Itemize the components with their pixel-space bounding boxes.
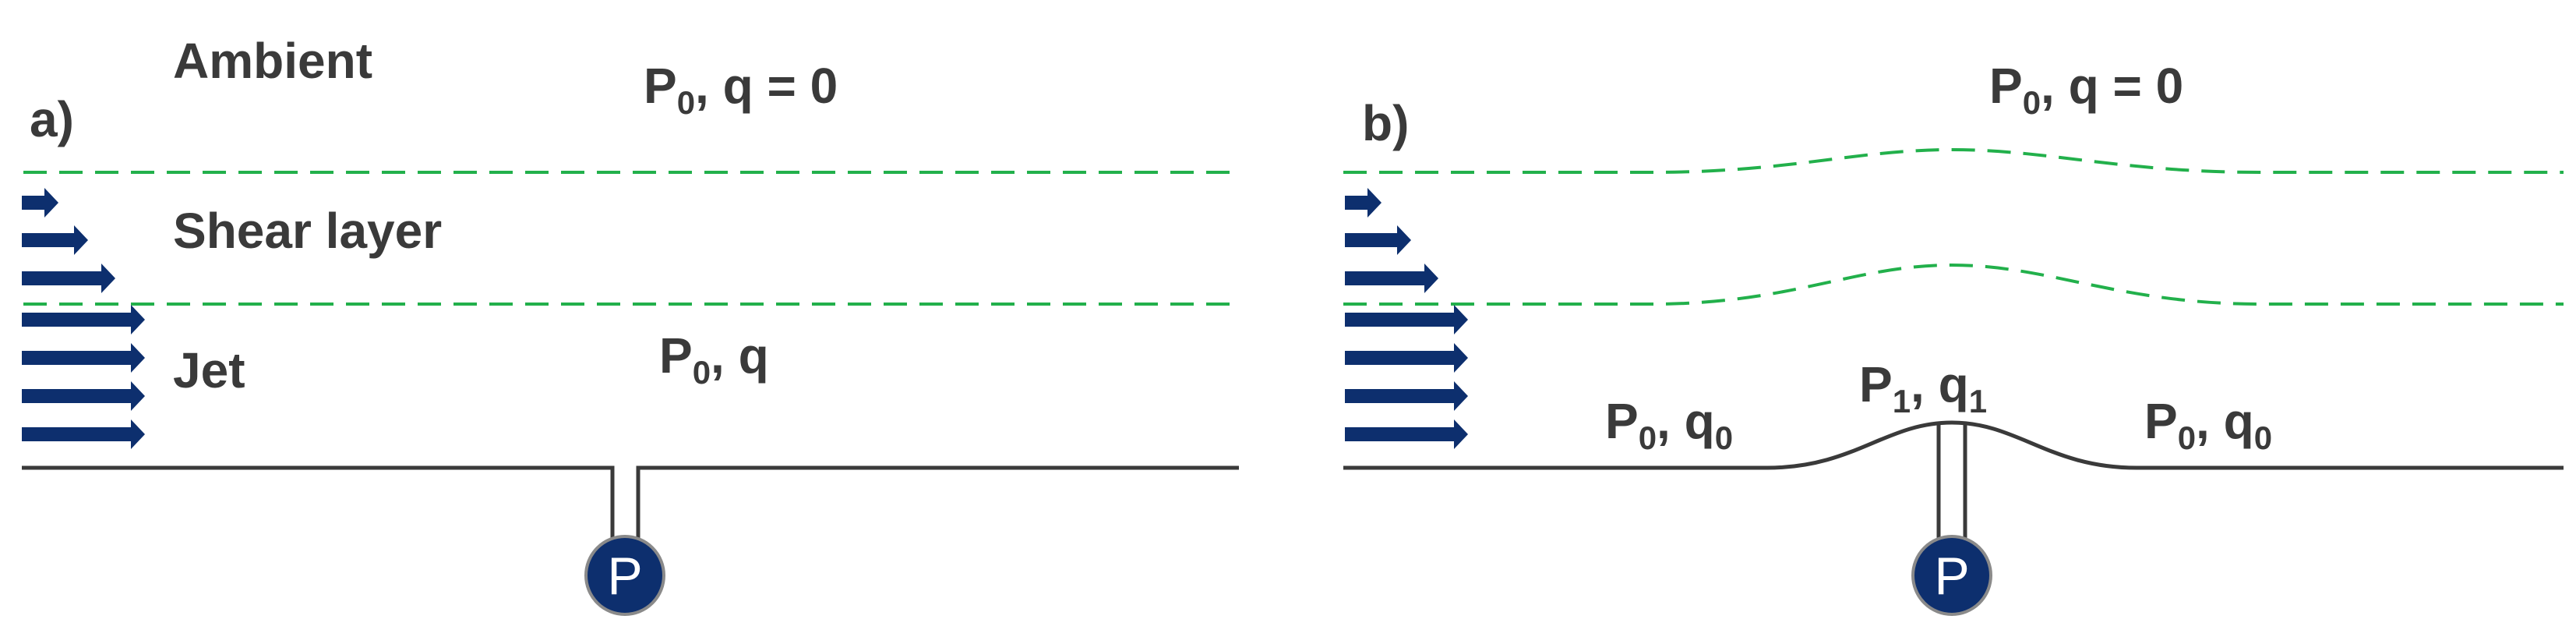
right-arrow-icon (22, 188, 58, 218)
ambient-p: P (644, 58, 677, 114)
b-right-p: P (2144, 393, 2178, 449)
right-arrow-icon (22, 264, 115, 293)
right-arrow-icon (1345, 188, 1382, 218)
jet-p: P (659, 327, 693, 384)
right-arrow-icon (22, 225, 88, 255)
right-arrow-icon (1345, 343, 1468, 373)
jet-label: Jet (173, 342, 245, 398)
panel-b-gauge-label: P (1934, 547, 1969, 606)
jet-rest: , q (711, 327, 769, 384)
jet-p-sub: 0 (693, 354, 711, 391)
b-ambient-rest: , q = 0 (2041, 58, 2183, 114)
panel-a-gauge-label: P (607, 547, 642, 606)
b-ambient-p-sub: 0 (2023, 84, 2041, 121)
panel-b-bump-state: P1, q1 (1859, 356, 1987, 419)
right-arrow-icon (1345, 264, 1438, 293)
panel-a-ambient-state: P0, q = 0 (644, 58, 838, 121)
b-bump-p-sub: 1 (1893, 383, 1911, 419)
right-arrow-icon (1345, 381, 1468, 411)
perturbed-lower-boundary (1343, 263, 2564, 306)
ambient-rest: , q = 0 (695, 58, 838, 114)
ambient-label: Ambient (173, 33, 372, 89)
b-right-q-sub: 0 (2254, 419, 2272, 456)
pressure-gauge-icon: P (584, 535, 665, 616)
b-bump-q: , q (1911, 356, 1969, 412)
panel-b-bumped-wall (1343, 420, 2564, 470)
perturbed-upper-boundary (1343, 147, 2564, 174)
b-velocity-profile-arrows (1345, 188, 1468, 449)
panel-a-gauge-circle (584, 535, 665, 616)
b-right-q: , q (2196, 393, 2254, 449)
b-left-p-sub: 0 (1639, 419, 1657, 456)
panel-a-tag: a) (30, 91, 74, 147)
right-arrow-icon (1345, 225, 1411, 255)
right-arrow-icon (22, 381, 145, 411)
b-left-q-sub: 0 (1715, 419, 1733, 456)
panel-b-right-state: P0, q0 (2144, 393, 2272, 456)
ambient-p-sub: 0 (677, 84, 695, 121)
b-bump-q-sub: 1 (1969, 383, 1987, 419)
b-right-p-sub: 0 (2178, 419, 2196, 456)
right-arrow-icon (22, 305, 145, 334)
pressure-gauge-icon: P (1911, 535, 1992, 616)
panel-b-left-state: P0, q0 (1605, 393, 1733, 456)
panel-b: b) P0, q = 0 P0, q0 P1, q1 P0, q0 P (1343, 58, 2564, 616)
right-arrow-icon (1345, 305, 1468, 334)
panel-a: a) Ambient Shear layer Jet P0, q = 0 P0,… (22, 33, 1239, 616)
b-left-p: P (1605, 393, 1639, 449)
velocity-profile-arrows (22, 188, 145, 449)
right-arrow-icon (1345, 419, 1468, 449)
right-arrow-icon (22, 343, 145, 373)
right-arrow-icon (22, 419, 145, 449)
panel-a-jet-state: P0, q (659, 327, 769, 391)
b-left-q: , q (1657, 393, 1715, 449)
b-bump-p: P (1859, 356, 1893, 412)
panel-b-gauge-circle (1911, 535, 1992, 616)
b-ambient-p: P (1989, 58, 2023, 114)
panel-a-wall-with-tap (22, 465, 1239, 558)
panel-b-ambient-state: P0, q = 0 (1989, 58, 2183, 121)
panel-b-tag: b) (1362, 95, 1409, 151)
shear-layer-label: Shear layer (173, 203, 442, 259)
